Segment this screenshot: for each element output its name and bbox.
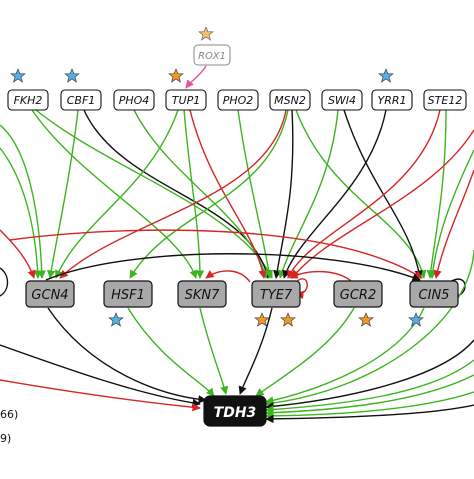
edge-tup1-gcn4 — [55, 109, 179, 279]
edge-tup1-tye7 — [189, 109, 267, 279]
star-icon-tup1 — [168, 68, 184, 83]
node-skn7: SKN7 — [177, 280, 227, 308]
edge-right-b — [428, 149, 474, 279]
edge-tup1-skn7 — [183, 109, 205, 279]
node-cin5-label: CIN5 — [419, 288, 450, 303]
edge-tye7-tdh3 — [238, 307, 273, 395]
node-tye7: TYE7 — [251, 280, 301, 308]
edge-msn2-tye7 — [273, 109, 294, 279]
edge-left-c — [0, 229, 36, 279]
node-gcn4-label: GCN4 — [31, 288, 68, 303]
edge-gcn4-tdh3 — [47, 307, 207, 404]
node-ste12-label: STE12 — [428, 94, 463, 107]
star-icon-tye7-a — [254, 312, 270, 327]
node-tdh3-label: TDH3 — [214, 405, 257, 421]
node-hsf1: HSF1 — [103, 280, 153, 308]
star-icon-hsf1 — [108, 312, 124, 327]
node-pho2: PHO2 — [217, 89, 259, 111]
node-tup1: TUP1 — [165, 89, 207, 111]
node-swi4-label: SWI4 — [328, 94, 356, 107]
edge-rox1-tup1 — [185, 65, 207, 89]
edge-right-tdh3-d — [265, 374, 474, 417]
node-gcr2-label: GCR2 — [340, 288, 376, 303]
node-msn2: MSN2 — [269, 89, 311, 111]
node-fkh2-label: FKH2 — [14, 94, 43, 107]
edge-left-a — [0, 124, 46, 279]
node-pho2-label: PHO2 — [223, 94, 254, 107]
edge-left-b — [0, 147, 42, 279]
edge-swi4-tye7 — [278, 109, 339, 279]
edge-right-c — [433, 169, 474, 279]
edge-skn7-tdh3 — [199, 307, 229, 395]
edge-msn2-gcn4 — [59, 109, 287, 279]
edge-swi4-cin5 — [343, 109, 423, 279]
node-rox1-label: ROX1 — [198, 51, 226, 62]
node-cin5: CIN5 — [409, 280, 459, 308]
star-icon-gcr2 — [358, 312, 374, 327]
node-msn2-label: MSN2 — [274, 94, 306, 107]
stars-layer — [10, 26, 424, 327]
node-tye7-label: TYE7 — [260, 288, 293, 303]
edge-msn2-cin5 — [295, 109, 427, 279]
edge-ste12-tye7 — [287, 109, 441, 279]
edge-right-tdh3-e — [265, 391, 474, 421]
edge-msn2-hsf1 — [129, 109, 289, 279]
edges-layer — [0, 65, 474, 424]
node-yrr1: YRR1 — [371, 89, 413, 111]
node-pho4-label: PHO4 — [119, 94, 150, 107]
star-icon-rox1 — [198, 26, 214, 41]
node-cbf1-label: CBF1 — [67, 94, 96, 107]
edge-hsf1-tdh3 — [127, 307, 215, 397]
edge-cbf1-gcn4 — [47, 109, 79, 279]
node-swi4: SWI4 — [321, 89, 363, 111]
node-gcn4: GCN4 — [25, 280, 75, 308]
star-icon-cbf1 — [64, 68, 80, 83]
edge-fkh2-tye7 — [35, 109, 273, 279]
edge-gcn4-cin5 — [45, 253, 421, 282]
legend-line-2: 9) — [0, 432, 11, 445]
edge-gcr2-tye7 — [289, 270, 353, 283]
node-ste12: STE12 — [423, 89, 467, 111]
edge-right-tdh3-a — [265, 249, 474, 408]
node-fkh2: FKH2 — [7, 89, 49, 111]
edge-yrr1-tye7 — [282, 109, 387, 279]
edge-right-a — [291, 129, 474, 279]
edge-right-tdh3-c — [265, 359, 474, 414]
node-yrr1-label: YRR1 — [377, 94, 406, 107]
edge-ste12-cin5 — [426, 109, 447, 279]
star-icon-tye7-b — [280, 312, 296, 327]
edge-gcr2-tdh3 — [255, 307, 355, 397]
node-tdh3: TDH3 — [203, 395, 267, 427]
edge-fkh2-skn7 — [31, 109, 198, 279]
star-icon-fkh2 — [10, 68, 26, 83]
edge-tye7-skn7 — [205, 270, 251, 283]
node-tup1-label: TUP1 — [172, 94, 200, 107]
node-cbf1: CBF1 — [60, 89, 102, 111]
edge-right-tdh3-b — [265, 339, 474, 411]
edge-left-e — [0, 344, 201, 408]
node-skn7-label: SKN7 — [185, 288, 221, 303]
node-rox1: ROX1 — [193, 44, 231, 66]
node-pho4: PHO4 — [113, 89, 155, 111]
edge-cin5-tdh3 — [265, 307, 425, 405]
edge-left-d — [0, 267, 9, 297]
edge-pho2-tye7 — [237, 109, 273, 279]
star-icon-cin5 — [408, 312, 424, 327]
legend-line-1: 66) — [0, 408, 18, 421]
edge-arc-red — [9, 229, 423, 279]
edge-left-f — [0, 379, 201, 412]
node-gcr2: GCR2 — [333, 280, 383, 308]
node-hsf1-label: HSF1 — [111, 288, 145, 303]
star-icon-yrr1 — [378, 68, 394, 83]
edge-pho4-tye7 — [133, 109, 269, 279]
edge-right-tdh3-f — [265, 404, 474, 424]
